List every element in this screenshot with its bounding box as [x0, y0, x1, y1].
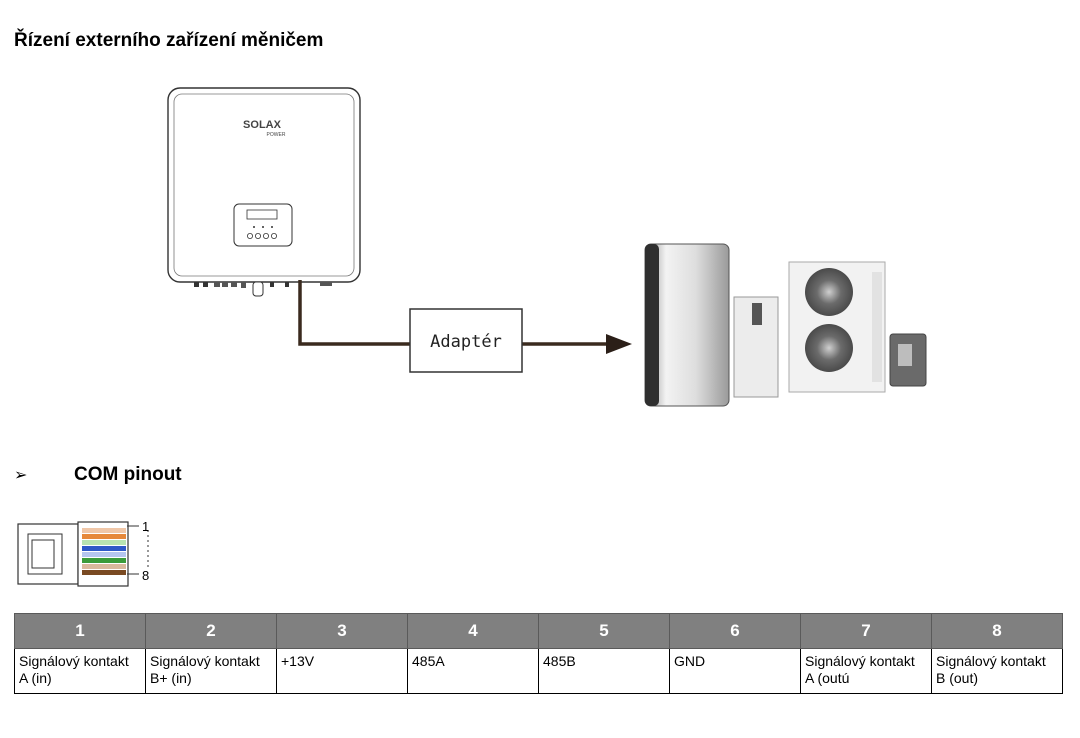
connection-diagram: SOLAX POWER Adaptér: [167, 87, 927, 407]
bullet-arrow-icon: ➢: [14, 467, 28, 484]
pin-label-first: 1: [142, 519, 149, 534]
pinout-header-row: 1 2 3 4 5 6 7 8: [14, 613, 1063, 649]
heat-pump-devices-illustration: [644, 243, 927, 407]
inverter-illustration: SOLAX POWER: [167, 87, 361, 297]
adapter-box: [409, 308, 523, 373]
pin-function-cell: Signálový kontakt A (in): [14, 648, 146, 694]
pinout-table: 1 2 3 4 5 6 7 8 Signálový kontakt A (in)…: [14, 613, 1063, 694]
pin-function-cell: GND: [669, 648, 801, 694]
pin-header: 5: [538, 613, 670, 649]
section-heading: ➢ COM pinout: [14, 464, 182, 486]
inverter-brand: SOLAX: [243, 119, 282, 131]
section-title: COM pinout: [74, 464, 182, 485]
pin-header: 1: [14, 613, 146, 649]
pin-function-cell: 485A: [407, 648, 539, 694]
pin-header: 3: [276, 613, 408, 649]
rj45-connector-illustration: 1 8: [17, 519, 149, 587]
pin-label-last: 8: [142, 568, 149, 583]
pin-function-cell: Signálový kontakt B (out): [931, 648, 1063, 694]
pin-function-cell: +13V: [276, 648, 408, 694]
pin-header: 6: [669, 613, 801, 649]
rj45-wires: [82, 528, 126, 575]
pin-function-cell: 485B: [538, 648, 670, 694]
pin-header: 7: [800, 613, 932, 649]
inverter-brand-sub: POWER: [267, 132, 286, 138]
pin-header: 2: [145, 613, 277, 649]
pin-function-cell: Signálový kontakt B+ (in): [145, 648, 277, 694]
page-title: Řízení externího zařízení měničem: [14, 30, 324, 51]
pin-header: 8: [931, 613, 1063, 649]
signal-cable: [298, 280, 410, 346]
arrow-head-icon: [606, 334, 632, 354]
pin-function-cell: Signálový kontakt A (outú: [800, 648, 932, 694]
adapter-label: Adaptér: [430, 332, 502, 352]
pinout-value-row: Signálový kontakt A (in) Signálový konta…: [14, 648, 1063, 694]
pin-header: 4: [407, 613, 539, 649]
